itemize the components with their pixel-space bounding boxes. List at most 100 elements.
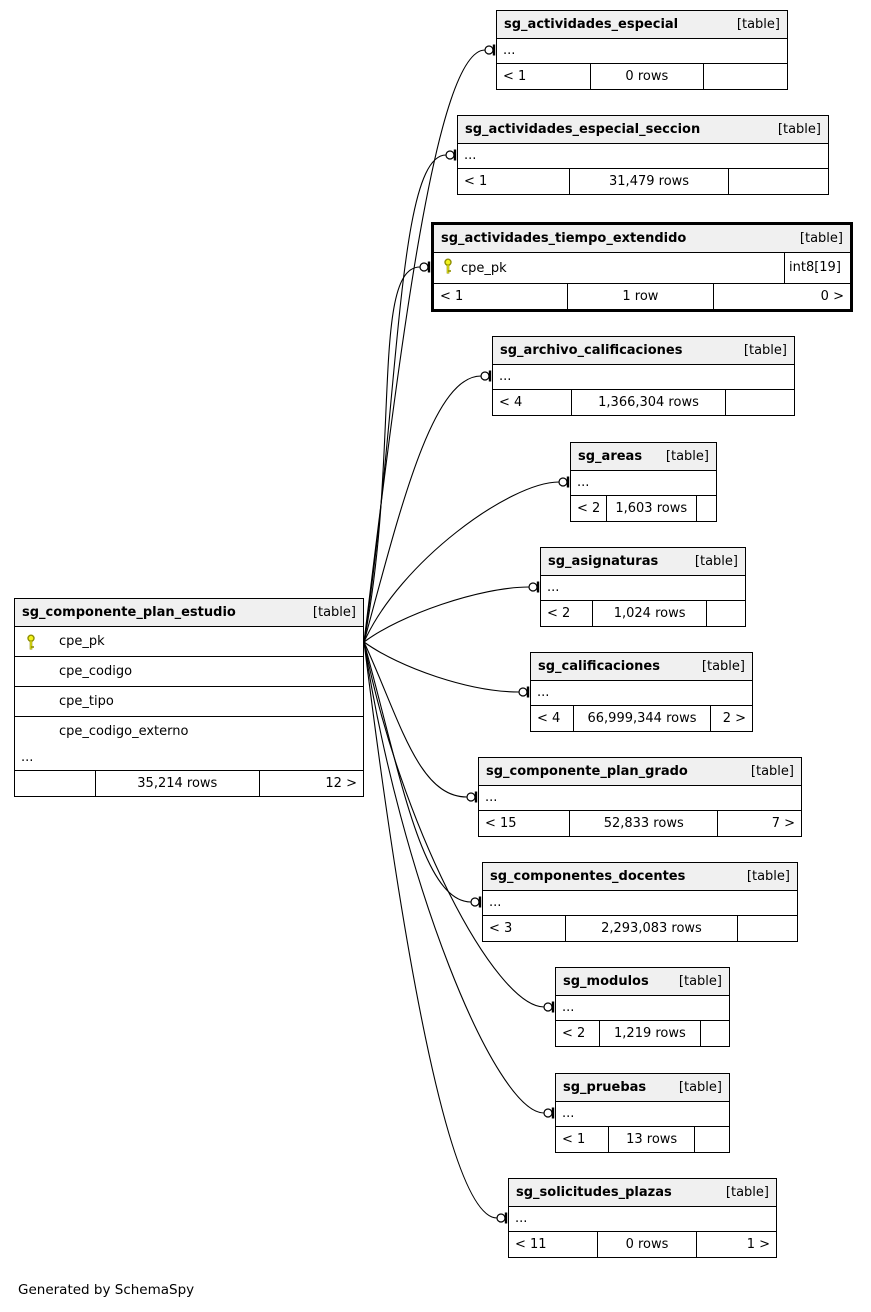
columns-ellipsis: ... — [547, 580, 560, 595]
parents-count: < 15 — [485, 816, 517, 831]
table-sg_actividades_especial[interactable]: sg_actividades_especial [table] ... < 1 … — [496, 10, 788, 90]
table-name[interactable]: sg_actividades_tiempo_extendido — [441, 231, 687, 246]
table-tag: [table] — [750, 764, 794, 779]
fk-sg_actividades_especial_seccion — [363, 149, 457, 643]
columns-ellipsis: ... — [562, 1000, 575, 1015]
children-count — [706, 601, 745, 626]
parents-count: < 4 — [537, 711, 561, 726]
row-count: 1,024 rows — [592, 601, 706, 626]
columns-ellipsis: ... — [577, 475, 590, 490]
columns-ellipsis: ... — [515, 1211, 528, 1226]
children-count — [702, 64, 787, 89]
table-header: sg_actividades_tiempo_extendido [table] — [434, 225, 850, 253]
table-sg_componente_plan_estudio[interactable]: sg_componente_plan_estudio [table] cpe_p… — [14, 598, 364, 797]
table-name[interactable]: sg_calificaciones — [538, 659, 660, 674]
table-header: sg_pruebas [table] — [556, 1074, 729, 1102]
table-sg_pruebas[interactable]: sg_pruebas [table] ... < 1 13 rows — [555, 1073, 730, 1153]
table-tag: [table] — [743, 343, 787, 358]
row-count: 1 row — [567, 284, 713, 309]
table-name[interactable]: sg_componentes_docentes — [490, 869, 686, 884]
stats-row: < 2 1,219 rows — [556, 1020, 729, 1046]
column-name: cpe_codigo_externo — [59, 724, 189, 739]
table-name[interactable]: sg_actividades_especial — [504, 17, 679, 32]
table-name[interactable]: sg_modulos — [563, 974, 649, 989]
parents-count: < 2 — [547, 606, 571, 621]
column-cpe_tipo: cpe_tipo — [15, 687, 363, 717]
children-count — [728, 169, 828, 194]
table-tag: [table] — [678, 1080, 722, 1095]
table-header: sg_componente_plan_grado [table] — [479, 758, 801, 786]
row-count: 66,999,344 rows — [572, 706, 710, 731]
column-name: cpe_pk — [461, 260, 507, 276]
table-name[interactable]: sg_componente_plan_estudio — [22, 605, 236, 620]
table-header: sg_componentes_docentes [table] — [483, 863, 797, 891]
row-count: 52,833 rows — [569, 811, 717, 836]
children-count — [694, 1127, 729, 1152]
children-count: 1 > — [695, 1232, 776, 1257]
stats-row: < 1 13 rows — [556, 1126, 729, 1152]
table-sg_archivo_calificaciones[interactable]: sg_archivo_calificaciones [table] ... < … — [492, 336, 795, 416]
stats-row: < 1 31,479 rows — [458, 168, 828, 194]
row-count: 1,219 rows — [599, 1021, 699, 1046]
table-sg_areas[interactable]: sg_areas [table] ... < 2 1,603 rows — [570, 442, 717, 522]
parents-count: < 2 — [562, 1026, 586, 1041]
table-header: sg_asignaturas [table] — [541, 548, 745, 576]
columns-ellipsis: ... — [21, 750, 34, 765]
row-count: 35,214 rows — [95, 771, 259, 796]
columns-ellipsis: ... — [537, 685, 550, 700]
table-sg_calificaciones[interactable]: sg_calificaciones [table] ... < 4 66,999… — [530, 652, 753, 732]
table-name[interactable]: sg_componente_plan_grado — [486, 764, 688, 779]
parents-count: < 3 — [489, 921, 513, 936]
column-name: cpe_pk — [59, 634, 105, 649]
children-count: 12 > — [258, 771, 363, 796]
children-count: 2 > — [710, 706, 752, 731]
table-name[interactable]: sg_archivo_calificaciones — [500, 343, 683, 358]
table-name[interactable]: sg_solicitudes_plazas — [516, 1185, 672, 1200]
row-count: 0 rows — [589, 64, 703, 89]
parents-count — [15, 771, 95, 796]
table-sg_actividades_especial_seccion[interactable]: sg_actividades_especial_seccion [table] … — [457, 115, 829, 195]
table-tag: [table] — [799, 231, 843, 246]
fk-sg_calificaciones — [363, 641, 530, 698]
table-sg_componentes_docentes[interactable]: sg_componentes_docentes [table] ... < 3 … — [482, 862, 798, 942]
table-name[interactable]: sg_pruebas — [563, 1080, 647, 1095]
children-count — [737, 916, 797, 941]
table-header: sg_actividades_especial [table] — [497, 11, 787, 39]
table-sg_asignaturas[interactable]: sg_asignaturas [table] ... < 2 1,024 row… — [540, 547, 746, 627]
row-count: 2,293,083 rows — [564, 916, 738, 941]
column-type: int8[19] — [784, 253, 850, 283]
table-sg_componente_plan_grado[interactable]: sg_componente_plan_grado [table] ... < 1… — [478, 757, 802, 837]
table-header: sg_actividades_especial_seccion [table] — [458, 116, 828, 144]
children-count — [724, 390, 794, 415]
table-header: sg_calificaciones [table] — [531, 653, 752, 681]
table-tag: [table] — [665, 449, 709, 464]
columns-ellipsis: ... — [464, 148, 477, 163]
row-count: 31,479 rows — [569, 169, 728, 194]
table-tag: [table] — [736, 17, 780, 32]
stats-row: < 1 0 rows — [497, 63, 787, 89]
fk-sg_modulos — [363, 641, 555, 1013]
table-sg_actividades_tiempo_extendido[interactable]: sg_actividades_tiempo_extendido [table] … — [431, 222, 853, 312]
fk-sg_componentes_docentes — [363, 641, 482, 908]
parents-count: < 4 — [499, 395, 523, 410]
column-cpe_pk: cpe_pk — [15, 627, 363, 657]
table-sg_modulos[interactable]: sg_modulos [table] ... < 2 1,219 rows — [555, 967, 730, 1047]
columns-ellipsis: ... — [562, 1106, 575, 1121]
fk-sg_componente_plan_grado — [363, 641, 478, 803]
table-name[interactable]: sg_actividades_especial_seccion — [465, 122, 701, 137]
table-sg_solicitudes_plazas[interactable]: sg_solicitudes_plazas [table] ... < 11 0… — [508, 1178, 777, 1258]
columns-ellipsis: ... — [485, 790, 498, 805]
stats-row: < 2 1,024 rows — [541, 600, 745, 626]
stats-row: < 11 0 rows 1 > — [509, 1231, 776, 1257]
table-name[interactable]: sg_areas — [578, 449, 643, 464]
table-name[interactable]: sg_asignaturas — [548, 554, 659, 569]
table-tag: [table] — [777, 122, 821, 137]
row-count: 13 rows — [607, 1127, 695, 1152]
parents-count: < 2 — [577, 501, 601, 516]
parents-count: < 1 — [464, 174, 488, 189]
table-tag: [table] — [725, 1185, 769, 1200]
parents-count: < 1 — [440, 289, 464, 304]
table-tag: [table] — [694, 554, 738, 569]
